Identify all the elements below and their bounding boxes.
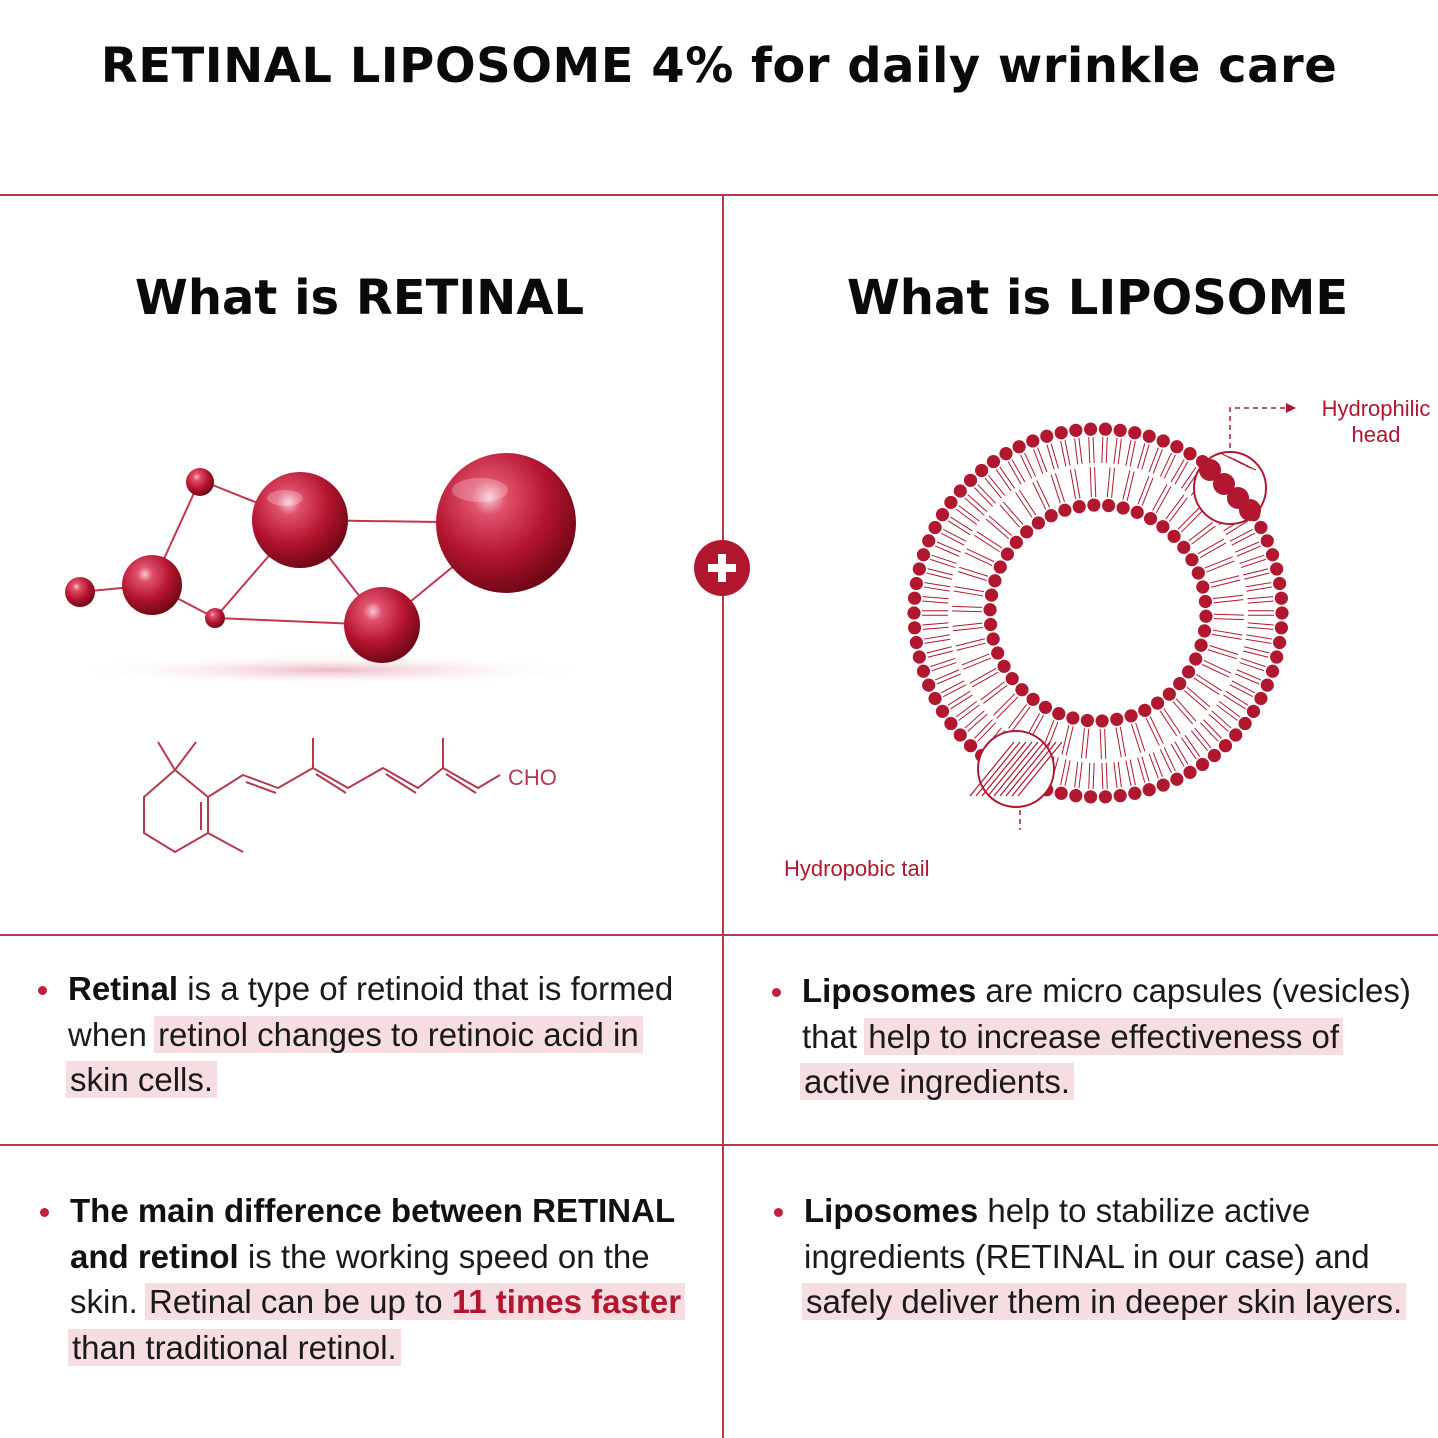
bullet-retinal-definition: Retinal is a type of retinoid that is fo… [38, 966, 688, 1103]
bullet-dot [38, 986, 47, 995]
formula-label: CHO [508, 765, 557, 790]
plus-icon [694, 540, 750, 596]
bullet-dot [40, 1208, 49, 1217]
bullet-dot [772, 988, 781, 997]
divider-top [0, 194, 1438, 196]
heading-liposome: What is LIPOSOME [846, 270, 1349, 326]
bullet-dot [774, 1208, 783, 1217]
molecule-icon [65, 453, 590, 686]
liposome-icon [907, 403, 1296, 830]
formula-icon [143, 738, 501, 853]
bullet-retinal-difference: The main difference between RETINAL and … [40, 1188, 690, 1370]
divider-lower [0, 1144, 1438, 1146]
divider-middle [0, 934, 1438, 936]
label-hydrophobic-tail: Hydropobic tail [784, 856, 930, 881]
bullet-liposome-stabilize: Liposomes help to stabilize active ingre… [774, 1188, 1419, 1325]
label-hydrophilic-head: Hydrophilic head [1321, 396, 1431, 447]
bullet-liposome-definition: Liposomes are micro capsules (vesicles) … [772, 968, 1417, 1105]
divider-vertical [722, 196, 724, 1438]
heading-retinal: What is RETINAL [134, 270, 585, 326]
page-title: RETINAL LIPOSOME 4% for daily wrinkle ca… [100, 38, 1338, 94]
